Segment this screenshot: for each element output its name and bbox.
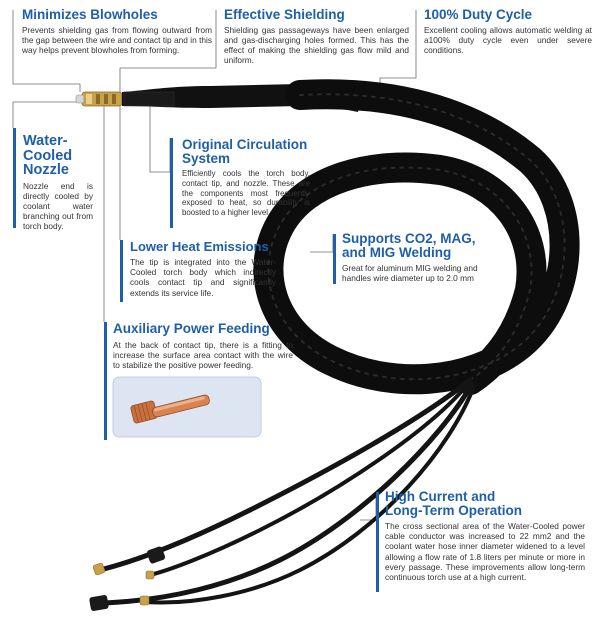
- co2-bar: [333, 234, 336, 284]
- callout-current: High Current and Long-Term Operation The…: [385, 490, 585, 582]
- callout-shielding: Effective Shielding Shielding gas passag…: [224, 8, 409, 65]
- branch-hoses: [97, 377, 476, 606]
- nozzle-bar: [13, 128, 16, 228]
- leader-blowholes: [12, 10, 81, 92]
- nozzle-title-3: Nozzle: [23, 162, 69, 178]
- co2-title-1: Supports CO2, MAG,: [342, 231, 476, 246]
- hose-2: [148, 382, 470, 577]
- heat-body: The tip is integrated into the Water-Coo…: [130, 257, 276, 298]
- torch-nozzle: [75, 91, 123, 107]
- callout-nozzle: Water- Cooled Nozzle Nozzle end is direc…: [23, 134, 93, 232]
- nozzle-body: Nozzle end is directly cooled by coolant…: [23, 180, 93, 232]
- nozzle-title-2: Cooled: [23, 147, 73, 164]
- contact-tip-inset: [112, 376, 262, 438]
- hose-fittings: [89, 546, 166, 611]
- nozzle-title-1: Water-: [23, 133, 68, 149]
- blowholes-title: Minimizes Blowholes: [22, 7, 158, 22]
- hose-1: [97, 377, 473, 573]
- circulation-title-1: Original Circulation: [182, 137, 308, 152]
- callout-co2: Supports CO2, MAG, and MIG Welding Great…: [342, 232, 492, 283]
- circulation-title-2: System: [182, 150, 231, 166]
- callout-heat: Lower Heat Emissions The tip is integrat…: [130, 240, 276, 298]
- cable-coil: [253, 79, 580, 395]
- co2-body: Great for aluminum MIG welding and handl…: [342, 263, 478, 284]
- callout-aux: Auxiliary Power Feeding At the back of c…: [113, 322, 293, 370]
- aux-body: At the back of contact tip, there is a f…: [113, 339, 293, 370]
- callout-duty: 100% Duty Cycle Excellent cooling allows…: [424, 8, 592, 55]
- duty-title: 100% Duty Cycle: [424, 7, 533, 22]
- circulation-body: Efficiently cools the torch body, contac…: [182, 169, 310, 218]
- callout-blowholes: Minimizes Blowholes Prevents shielding g…: [22, 8, 212, 55]
- current-title-2: Long-Term Operation: [385, 502, 522, 518]
- shielding-title: Effective Shielding: [224, 7, 345, 22]
- leader-nozzle: [12, 101, 84, 128]
- blowholes-body: Prevents shielding gas from flowing outw…: [22, 24, 212, 55]
- leader-co2: [310, 234, 334, 253]
- callout-circulation: Original Circulation System Efficiently …: [182, 138, 310, 218]
- hose-4: [143, 384, 476, 605]
- current-title-1: High Current and: [385, 489, 496, 504]
- co2-title-2: and MIG Welding: [342, 244, 452, 260]
- current-bar: [376, 492, 379, 592]
- aux-title: Auxiliary Power Feeding: [113, 321, 270, 336]
- circulation-bar: [170, 138, 173, 228]
- heat-bar: [120, 240, 123, 302]
- shielding-body: Shielding gas passageways have been enla…: [224, 24, 409, 66]
- leader-circulation: [149, 104, 171, 173]
- aux-bar: [104, 322, 107, 440]
- leader-shielding: [119, 10, 217, 92]
- leader-lines: [12, 10, 417, 521]
- heat-title: Lower Heat Emissions: [130, 239, 269, 254]
- hose-3: [102, 381, 475, 606]
- duty-body: Excellent cooling allows automatic weldi…: [424, 24, 592, 55]
- current-body: The cross sectional area of the Water-Co…: [385, 521, 585, 583]
